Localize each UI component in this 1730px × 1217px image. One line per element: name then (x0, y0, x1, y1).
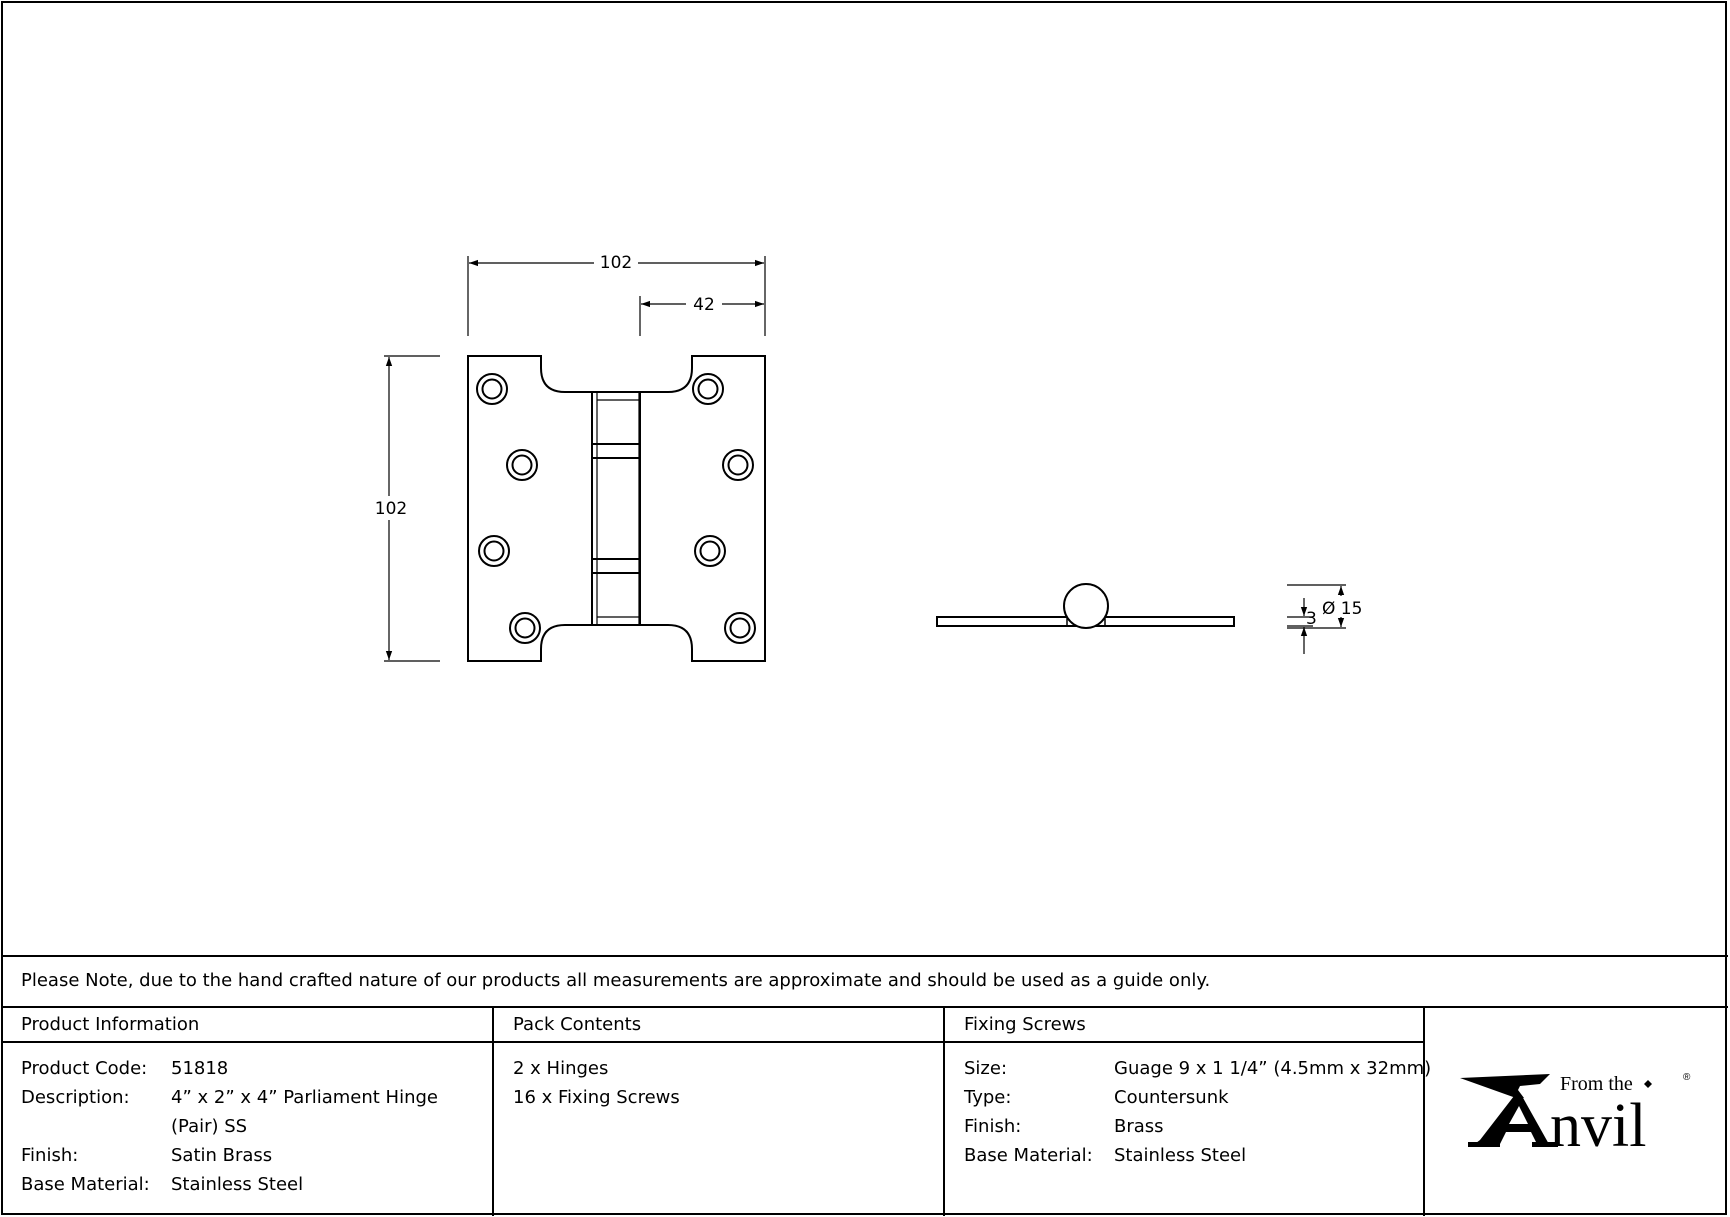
dimension-overall-width (467, 256, 766, 336)
screw-type-value: Countersunk (1114, 1087, 1229, 1108)
technical-drawing: 102 42 102 Ø 15 3 (375, 253, 1362, 662)
column-divider-1 (492, 1006, 494, 1216)
hinge-front-view (467, 355, 766, 662)
screw-type-label: Type: (964, 1087, 1012, 1108)
panel-top-border (1, 955, 1728, 957)
base-material-label: Base Material: (21, 1174, 150, 1195)
measurement-note: Please Note, due to the hand crafted nat… (21, 970, 1211, 991)
pack-item: 16 x Fixing Screws (513, 1087, 680, 1108)
screw-base-material-value: Stainless Steel (1114, 1145, 1247, 1166)
dimension-label-height: 102 (375, 499, 407, 519)
column-divider-2 (943, 1006, 945, 1216)
dimension-height (384, 355, 440, 662)
screw-finish-value: Brass (1114, 1116, 1164, 1137)
dimension-leaf-width (639, 296, 764, 336)
screw-finish-label: Finish: (964, 1116, 1022, 1137)
from-the-anvil-logo: From the nvil ® (1460, 1072, 1691, 1150)
note-divider (1, 1006, 1728, 1008)
hinge-side-view (936, 583, 1235, 629)
dimension-label-overall-width: 102 (600, 253, 632, 273)
base-material-value: Stainless Steel (171, 1174, 304, 1195)
finish-value: Satin Brass (171, 1145, 273, 1166)
fixing-screws-heading: Fixing Screws (964, 1014, 1086, 1035)
screw-size-label: Size: (964, 1058, 1008, 1079)
dimension-label-knuckle-diameter: Ø 15 (1322, 599, 1362, 619)
dimension-label-leaf-width: 42 (693, 295, 715, 315)
pack-item: 2 x Hinges (513, 1058, 609, 1079)
logo-diamond-icon (1644, 1080, 1652, 1088)
finish-label: Finish: (21, 1145, 79, 1166)
product-info-heading: Product Information (21, 1014, 200, 1035)
screw-size-value: Guage 9 x 1 1/4” (4.5mm x 32mm) (1114, 1058, 1432, 1079)
description-value-line1: 4” x 2” x 4” Parliament Hinge (171, 1087, 438, 1108)
logo-anvil-text: nvil (1550, 1092, 1646, 1150)
logo-registered-mark: ® (1683, 1072, 1691, 1083)
description-label: Description: (21, 1087, 130, 1108)
product-code-value: 51818 (171, 1058, 229, 1079)
pack-contents-heading: Pack Contents (513, 1014, 642, 1035)
description-value-line2: (Pair) SS (171, 1116, 248, 1137)
dimension-label-leaf-thickness: 3 (1306, 609, 1317, 629)
screw-holes (476, 373, 756, 644)
heading-divider (1, 1041, 1425, 1043)
screw-base-material-label: Base Material: (964, 1145, 1093, 1166)
dimension-side-view (1287, 584, 1346, 654)
product-code-label: Product Code: (21, 1058, 148, 1079)
logo-from-the-text: From the (1560, 1073, 1633, 1095)
column-divider-3 (1423, 1006, 1425, 1216)
